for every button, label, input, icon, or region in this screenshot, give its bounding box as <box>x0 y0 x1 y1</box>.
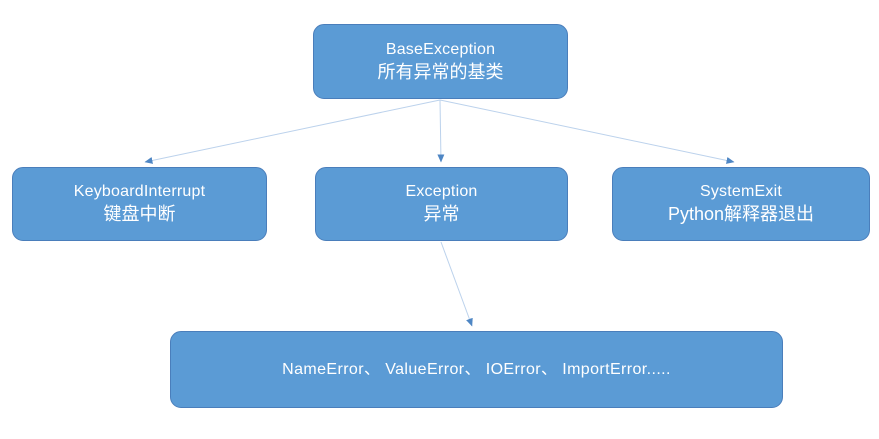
node-subclasses: NameError、 ValueError、 IOError、 ImportEr… <box>170 331 783 408</box>
node-keyboard-interrupt-subtitle: 键盘中断 <box>103 204 176 224</box>
node-keyboard-interrupt-title: KeyboardInterrupt <box>73 183 206 200</box>
node-base-exception-title: BaseException <box>385 40 496 58</box>
node-exception-title: Exception <box>405 183 478 200</box>
node-system-exit-subtitle: Python解释器退出 <box>667 204 815 224</box>
node-exception: Exception 异常 <box>315 167 568 241</box>
edge-exception-subclasses <box>440 241 473 327</box>
edge-baseexception-keyboardinterrupt <box>144 99 441 164</box>
node-base-exception: BaseException 所有异常的基类 <box>313 24 568 99</box>
node-system-exit: SystemExit Python解释器退出 <box>612 167 870 241</box>
node-subclasses-title: NameError、 ValueError、 IOError、 ImportEr… <box>282 361 671 378</box>
node-keyboard-interrupt: KeyboardInterrupt 键盘中断 <box>12 167 267 241</box>
node-base-exception-subtitle: 所有异常的基类 <box>377 61 504 82</box>
node-system-exit-title: SystemExit <box>699 183 782 200</box>
edge-baseexception-systemexit <box>439 99 735 164</box>
edge-baseexception-exception <box>437 99 445 163</box>
node-exception-subtitle: 异常 <box>423 204 460 224</box>
